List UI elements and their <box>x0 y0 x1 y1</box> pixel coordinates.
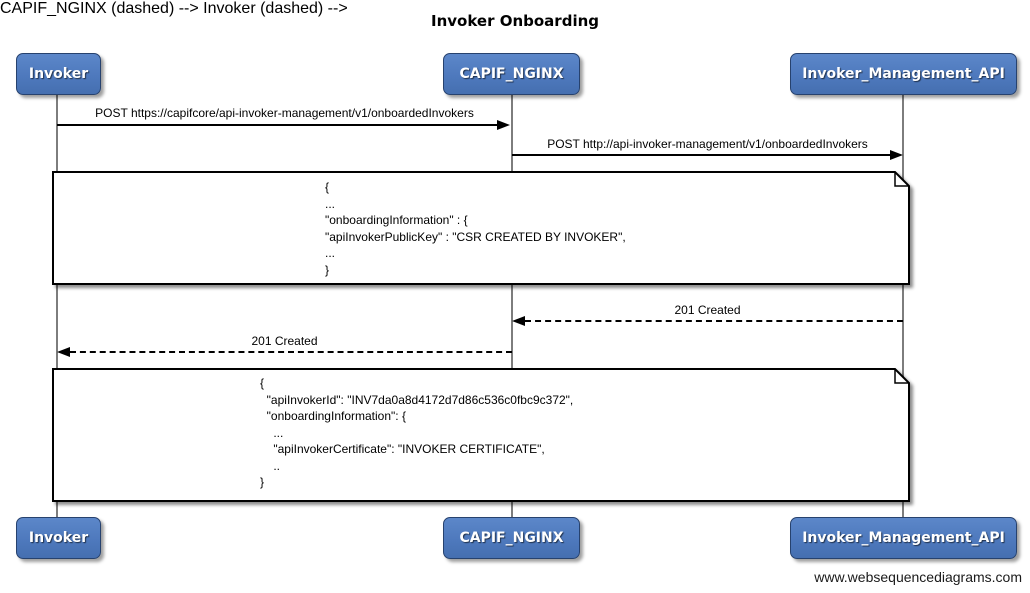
actor-invoker-label: Invoker <box>28 530 89 546</box>
note-line: } <box>260 475 265 489</box>
lifeline-invoker <box>56 93 58 517</box>
message-label-201-created-outer: 201 Created <box>251 334 318 348</box>
arrowhead-right-icon <box>497 120 510 130</box>
note-request-body-content: { ... "onboardingInformation" : { "apiIn… <box>52 171 910 285</box>
message-line-201-created-inner <box>525 320 903 322</box>
actor-invoker-management-api-label: Invoker_Management_API <box>802 530 1005 546</box>
note-line: { <box>325 180 330 194</box>
message-line-201-created-outer <box>70 351 512 353</box>
note-background-icon <box>52 368 910 502</box>
note-background-icon <box>52 171 910 285</box>
actor-invoker-label: Invoker <box>28 66 89 82</box>
actor-invoker-management-api-bottom: Invoker_Management_API <box>790 517 1017 559</box>
actor-invoker-management-api-label: Invoker_Management_API <box>802 66 1005 82</box>
note-line: ... <box>260 425 284 440</box>
note-line: { <box>260 376 265 390</box>
message-label-201-created-inner: 201 Created <box>674 303 741 317</box>
note-line: "apiInvokerPublicKey" : "CSR CREATED BY … <box>325 229 626 244</box>
message-label-post-http: POST http://api-invoker-management/v1/on… <box>547 137 868 151</box>
message-line-post-http <box>512 154 890 156</box>
actor-invoker-top: Invoker <box>16 53 101 95</box>
arrowhead-right-icon <box>890 150 903 160</box>
actor-invoker-bottom: Invoker <box>16 517 101 559</box>
note-line: ... <box>325 196 336 211</box>
note-line: .. <box>260 458 281 473</box>
note-response-body-content: { "apiInvokerId": "INV7da0a8d4172d7d86c5… <box>52 368 910 502</box>
note-line: ... <box>325 246 336 260</box>
actor-capif-nginx-bottom: CAPIF_NGINX <box>443 517 580 559</box>
note-line: } <box>325 262 330 277</box>
note-line: "apiInvokerId": "INV7da0a8d4172d7d86c536… <box>260 392 574 407</box>
arrowhead-left-icon <box>512 316 525 326</box>
actor-capif-nginx-label: CAPIF_NGINX <box>459 530 564 546</box>
lifeline-capif-nginx <box>511 93 513 517</box>
actor-capif-nginx-label: CAPIF_NGINX <box>459 66 564 82</box>
arrowhead-left-icon <box>57 347 70 357</box>
note-line: "onboardingInformation" : { <box>325 213 468 227</box>
note-request-body: { ... "onboardingInformation" : { "apiIn… <box>52 171 910 285</box>
note-line: "onboardingInformation": { <box>260 409 406 423</box>
websequencediagrams-watermark: www.websequencediagrams.com <box>814 569 1022 585</box>
lifeline-invoker-management-api <box>902 93 904 517</box>
actor-invoker-management-api-top: Invoker_Management_API <box>790 53 1017 95</box>
note-line: "apiInvokerCertificate": "INVOKER CERTIF… <box>260 442 545 456</box>
note-response-body: { "apiInvokerId": "INV7da0a8d4172d7d86c5… <box>52 368 910 502</box>
diagram-title: Invoker Onboarding <box>431 12 599 30</box>
message-label-post-https: POST https://capifcore/api-invoker-manag… <box>95 106 474 120</box>
message-line-post-https <box>57 124 498 126</box>
actor-capif-nginx-top: CAPIF_NGINX <box>443 53 580 95</box>
